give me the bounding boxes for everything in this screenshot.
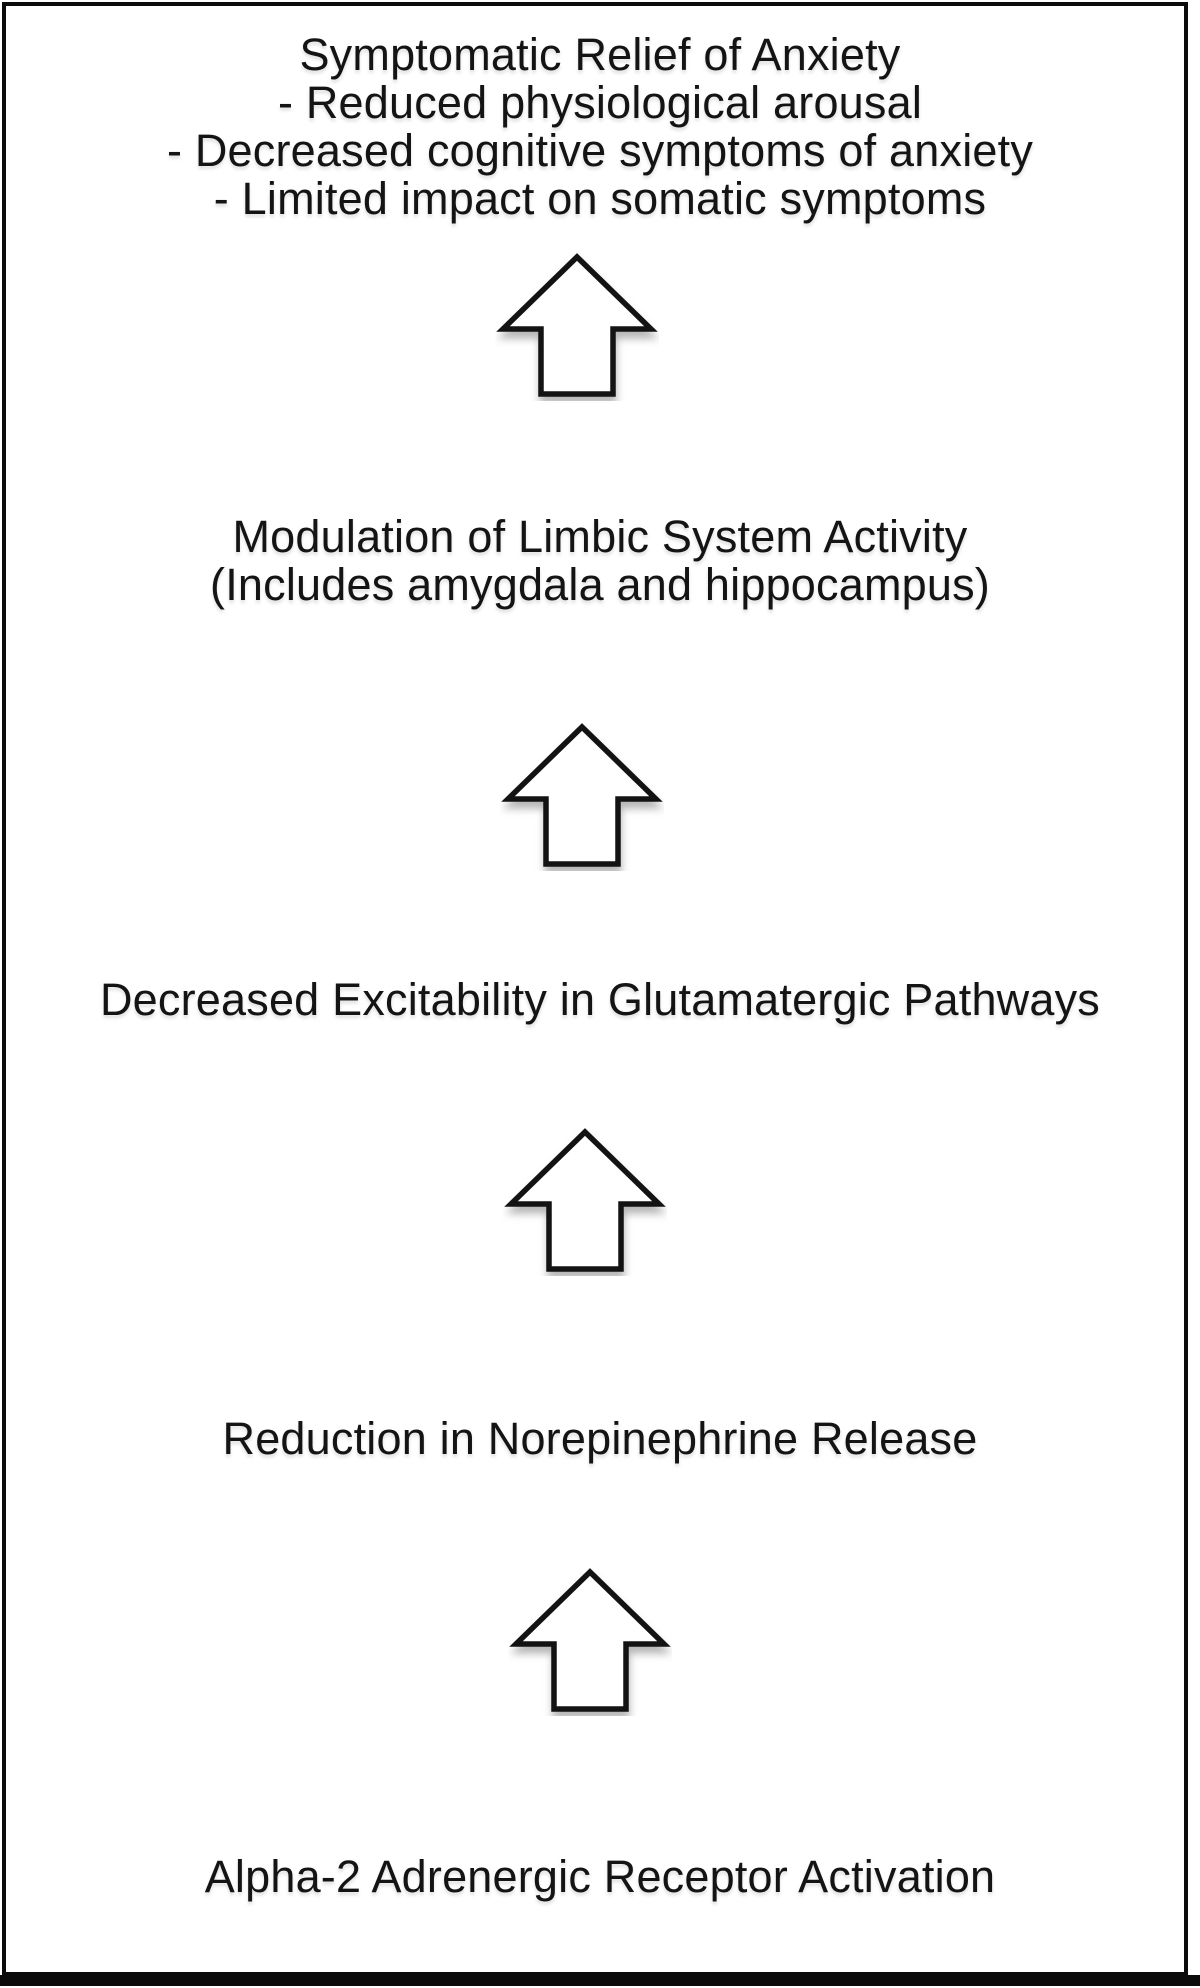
up-arrow-icon [501, 723, 663, 867]
up-arrow-icon [496, 253, 658, 397]
diagram-text-line: (Includes amygdala and hippocampus) [210, 559, 990, 610]
diagram-text-line: - Limited impact on somatic symptoms [213, 173, 987, 224]
diagram-text-line: Modulation of Limbic System Activity [232, 511, 968, 562]
diagram-text-line: Alpha-2 Adrenergic Receptor Activation [204, 1851, 996, 1902]
up-arrow-icon [504, 1128, 666, 1272]
level-limbic-modulation: Modulation of Limbic System Activity (In… [0, 513, 1200, 609]
level-alpha2-activation: Alpha-2 Adrenergic Receptor Activation [0, 1853, 1200, 1901]
level-glutamatergic-excitability: Decreased Excitability in Glutamatergic … [0, 976, 1200, 1024]
up-arrow-icon [509, 1568, 671, 1712]
diagram-text-line: - Decreased cognitive symptoms of anxiet… [166, 125, 1034, 176]
bottom-border-bar [0, 1975, 1200, 1986]
level-norepinephrine-reduction: Reduction in Norepinephrine Release [0, 1415, 1200, 1463]
diagram-text-line: Decreased Excitability in Glutamatergic … [99, 974, 1101, 1025]
diagram-text-line: Reduction in Norepinephrine Release [222, 1413, 978, 1464]
diagram-text-line: - Reduced physiological arousal [277, 77, 923, 128]
level-symptomatic-relief: Symptomatic Relief of Anxiety - Reduced … [0, 31, 1200, 223]
diagram-text-line: Symptomatic Relief of Anxiety [299, 29, 901, 80]
